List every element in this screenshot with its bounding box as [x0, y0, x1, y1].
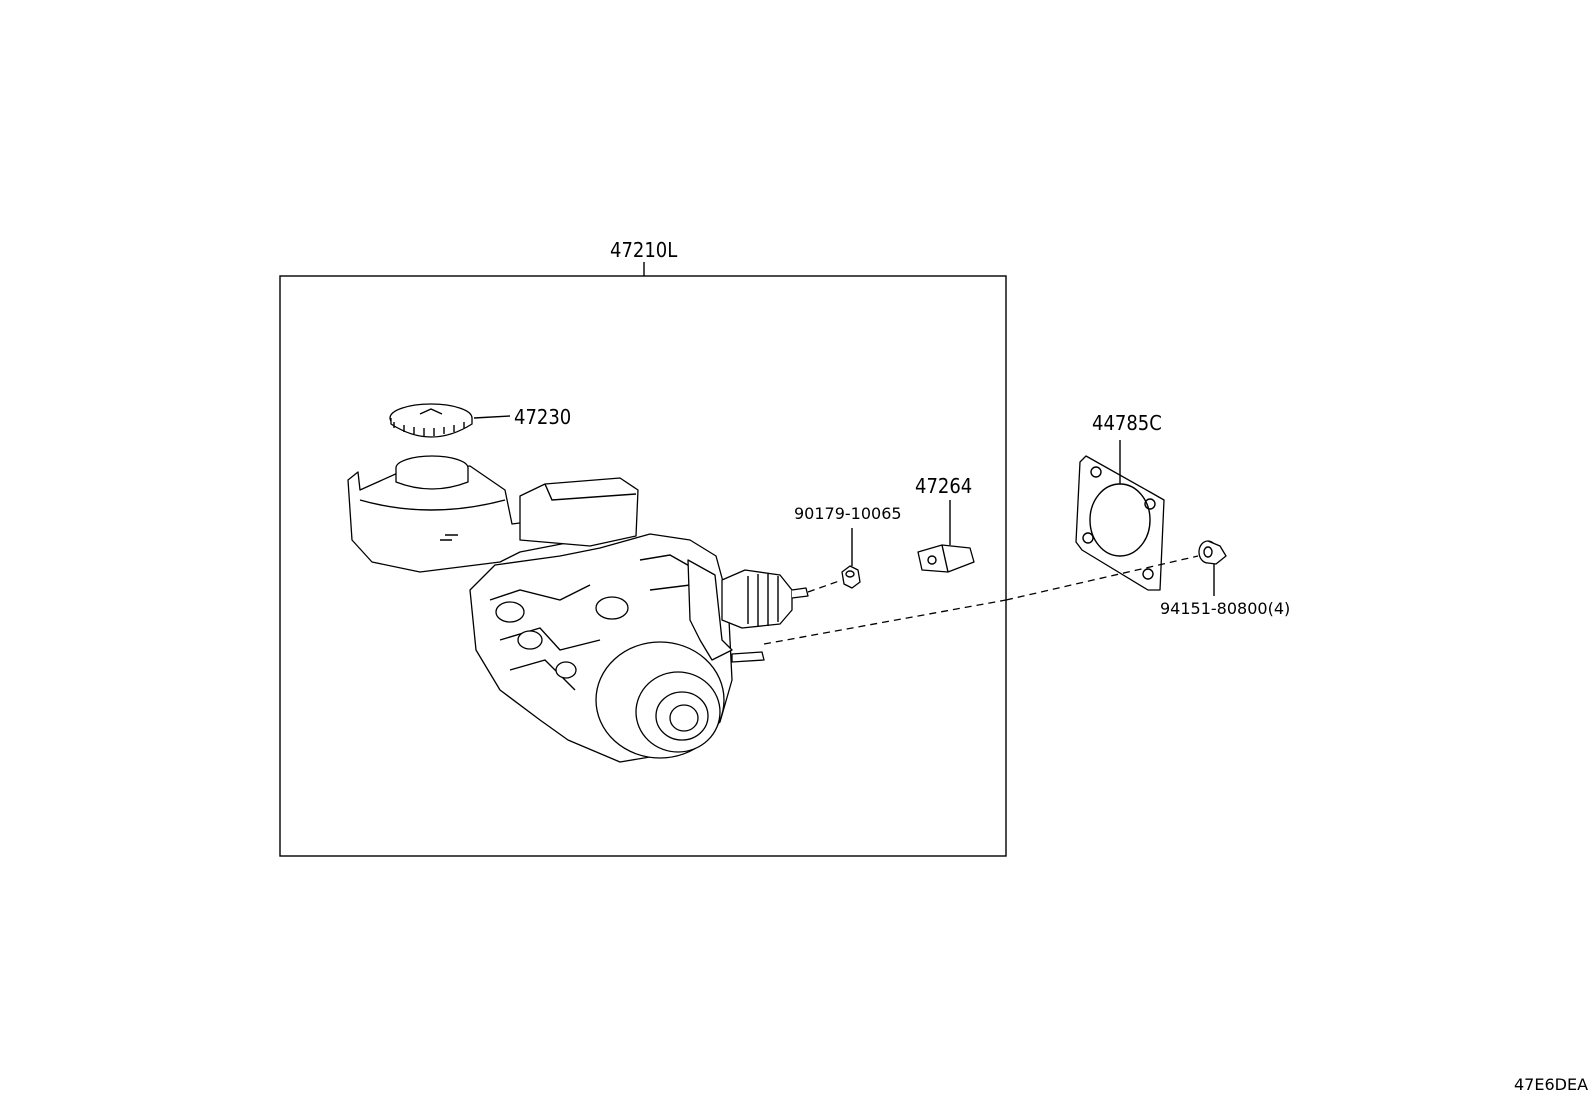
nut[interactable]: [841, 565, 861, 589]
callout-bracket[interactable]: 47264: [915, 474, 972, 498]
bracket[interactable]: [917, 544, 975, 573]
gasket[interactable]: [1075, 455, 1165, 591]
callout-bolt[interactable]: 94151-80800(4): [1160, 599, 1290, 618]
dashed-line-nut: [807, 579, 843, 593]
callout-reservoir-cap[interactable]: 47230: [514, 405, 571, 429]
bolt[interactable]: [1198, 540, 1227, 565]
callout-assembly[interactable]: 47210L: [610, 238, 677, 262]
callout-nut[interactable]: 90179-10065: [794, 504, 902, 523]
dashed-line-gasket: [1005, 555, 1199, 601]
reservoir-cap[interactable]: [389, 403, 473, 438]
diagram-code: 47E6DEA: [1514, 1075, 1588, 1094]
brake-booster-assembly[interactable]: [347, 455, 809, 763]
dashed-line-stud: [763, 599, 1007, 645]
leader-reservoir-cap: [473, 415, 511, 419]
callout-gasket[interactable]: 44785C: [1092, 411, 1162, 435]
assembly-frame: [279, 262, 1007, 857]
